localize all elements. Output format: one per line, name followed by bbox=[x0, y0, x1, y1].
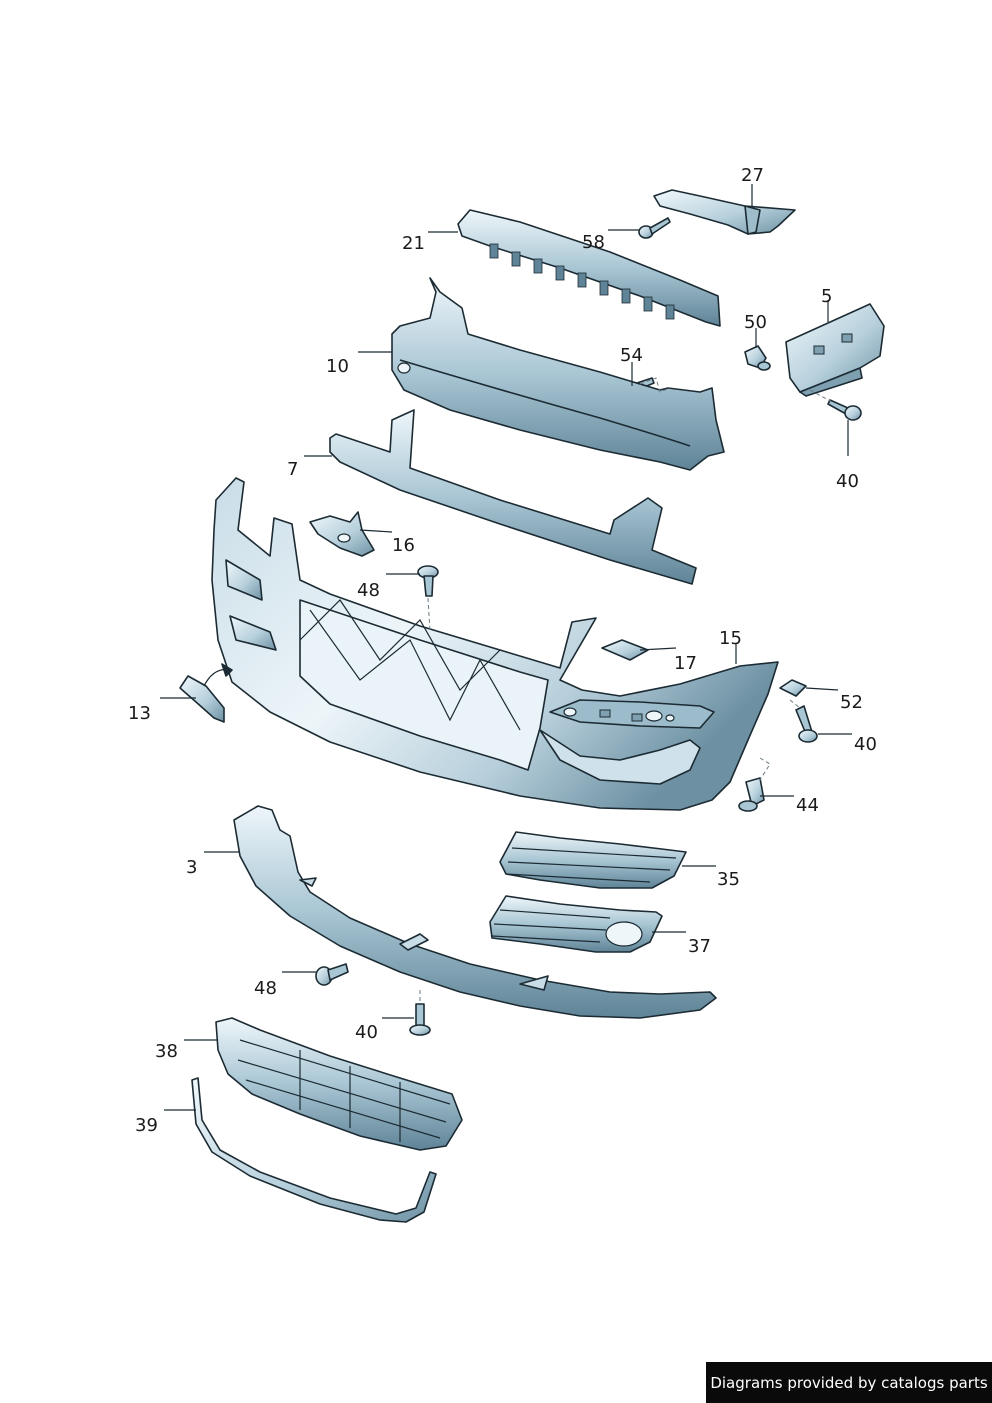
callout-58: 58 bbox=[582, 232, 605, 253]
callout-39: 39 bbox=[135, 1115, 158, 1136]
part-27-bracket bbox=[653, 189, 796, 235]
part-48-screw-low bbox=[315, 963, 349, 986]
leader-lines bbox=[160, 184, 852, 1111]
callout-48-b: 48 bbox=[254, 978, 277, 999]
credit-text: Diagrams provided by catalogs parts bbox=[710, 1373, 988, 1392]
part-40-screw-low bbox=[409, 1003, 431, 1036]
part-39-trim-strip bbox=[191, 1077, 437, 1223]
part-16-bracket bbox=[309, 511, 375, 557]
callout-54: 54 bbox=[620, 345, 643, 366]
part-5-bracket bbox=[785, 303, 885, 397]
part-15-bumper-cover bbox=[211, 477, 779, 811]
part-37-fog-grille bbox=[489, 895, 663, 953]
callout-40-b: 40 bbox=[854, 734, 877, 755]
callout-50: 50 bbox=[744, 312, 767, 333]
callout-27: 27 bbox=[741, 165, 764, 186]
callout-3: 3 bbox=[186, 857, 197, 878]
part-35-grille bbox=[499, 831, 687, 889]
part-10-bumper-bar bbox=[391, 277, 725, 471]
callout-40-c: 40 bbox=[355, 1022, 378, 1043]
callout-21: 21 bbox=[402, 233, 425, 254]
part-21-absorber bbox=[457, 209, 721, 327]
part-44-clip bbox=[738, 777, 765, 812]
part-48-screw-top bbox=[417, 565, 439, 597]
callout-40-a: 40 bbox=[836, 471, 859, 492]
part-52-clip bbox=[779, 679, 807, 697]
callout-13: 13 bbox=[128, 703, 151, 724]
callout-5: 5 bbox=[821, 286, 832, 307]
part-40-screw-mid bbox=[795, 705, 818, 743]
callout-17: 17 bbox=[674, 653, 697, 674]
callout-52: 52 bbox=[840, 692, 863, 713]
callout-38: 38 bbox=[155, 1041, 178, 1062]
part-50-clip bbox=[744, 345, 771, 371]
callout-numbers: 27 21 58 5 50 54 10 40 7 16 48 17 15 13 … bbox=[128, 165, 877, 1136]
part-58-screw bbox=[638, 217, 671, 239]
callout-48-a: 48 bbox=[357, 580, 380, 601]
callout-37: 37 bbox=[688, 936, 711, 957]
part-7-carrier bbox=[329, 409, 697, 585]
callout-44: 44 bbox=[796, 795, 819, 816]
callout-15: 15 bbox=[719, 628, 742, 649]
credit-badge: Diagrams provided by catalogs parts bbox=[706, 1362, 992, 1403]
part-3-spoiler bbox=[233, 805, 717, 1019]
callout-10: 10 bbox=[326, 356, 349, 377]
part-38-lower-grille bbox=[215, 1017, 463, 1151]
callout-16: 16 bbox=[392, 535, 415, 556]
callout-7: 7 bbox=[287, 459, 298, 480]
part-40-screw-top bbox=[827, 399, 862, 421]
part-13-marker bbox=[179, 663, 233, 723]
callout-35: 35 bbox=[717, 869, 740, 890]
